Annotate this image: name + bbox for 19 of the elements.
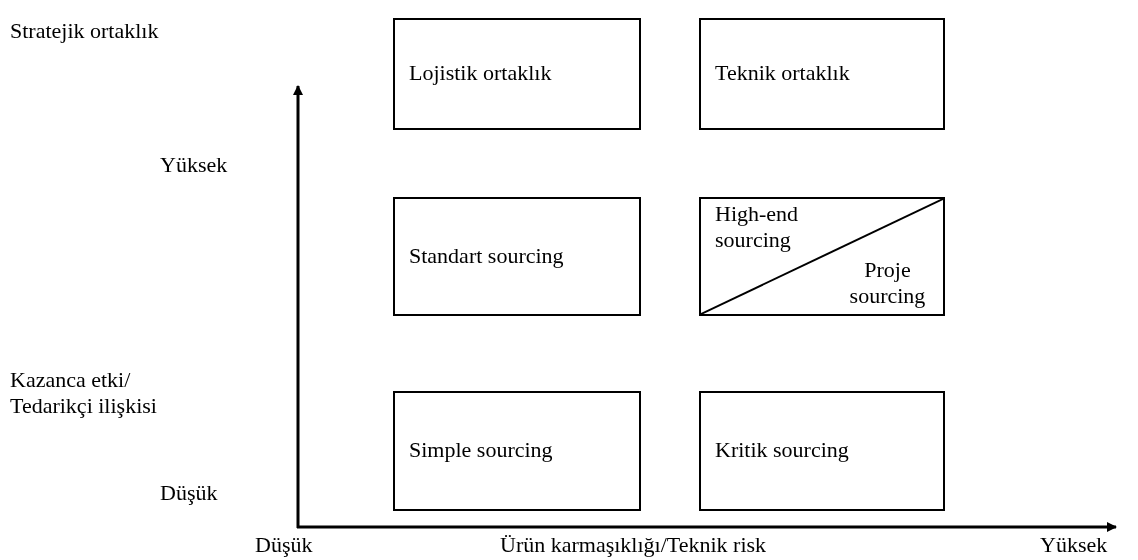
- quadrant-box: [699, 391, 945, 511]
- axis-label: Yüksek: [1040, 532, 1108, 559]
- axis-label: Stratejik ortaklık: [10, 18, 159, 45]
- quadrant-box: [393, 197, 641, 316]
- axis-label: Kazanca etki/ Tedarikçi ilişkisi: [10, 367, 158, 420]
- axis-label: Yüksek: [160, 152, 228, 179]
- quadrant-label: Simple sourcing: [409, 437, 553, 464]
- quadrant-box: [393, 391, 641, 511]
- quadrant-label: Proje sourcing: [848, 257, 927, 310]
- axis-label: Düşük: [160, 480, 218, 507]
- axis-label: Düşük: [255, 532, 313, 559]
- quadrant-label: High-end sourcing: [715, 201, 800, 254]
- quadrant-label: Kritik sourcing: [715, 437, 849, 464]
- quadrant-label: Standart sourcing: [409, 242, 564, 269]
- quadrant-label: Teknik ortaklık: [715, 60, 850, 87]
- axis-label: Ürün karmaşıklığı/Teknik risk: [500, 532, 767, 559]
- quadrant-box: [699, 18, 945, 130]
- quadrant-box: [393, 18, 641, 130]
- quadrant-label: Lojistik ortaklık: [409, 60, 552, 87]
